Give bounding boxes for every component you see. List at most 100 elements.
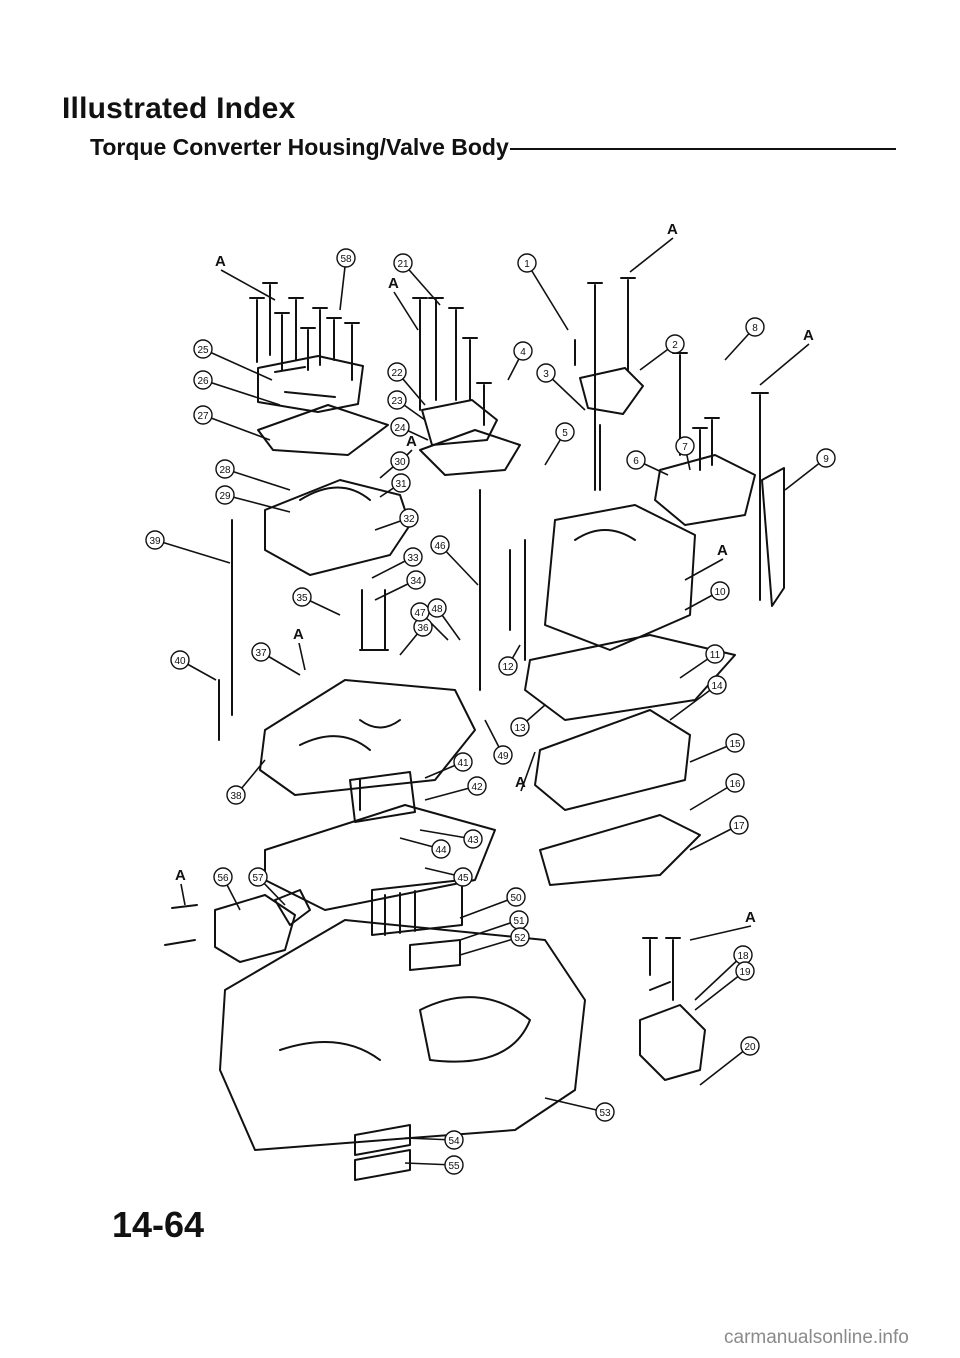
callout-number: 1 xyxy=(524,259,530,270)
callout-number: 57 xyxy=(252,873,264,884)
callout-circle xyxy=(675,436,695,456)
callout-number: 44 xyxy=(435,845,447,856)
callout-circle xyxy=(430,535,450,555)
callout-circle xyxy=(427,598,447,618)
callout-circle xyxy=(735,961,755,981)
callout-number: 3 xyxy=(543,369,549,380)
a-marker: A xyxy=(175,867,186,884)
callout-number: 14 xyxy=(711,681,723,692)
callout-37: 37 xyxy=(251,642,271,662)
leader-line-25 xyxy=(202,348,273,381)
callout-43: 43 xyxy=(463,829,483,849)
callout-25: 25 xyxy=(193,339,213,359)
callout-number: 23 xyxy=(391,396,403,407)
bolt-group-left-top xyxy=(249,282,360,381)
callout-circle xyxy=(215,459,235,479)
bolt-left-a xyxy=(164,904,198,946)
callout-54: 54 xyxy=(444,1130,464,1150)
leader-line-51 xyxy=(459,919,520,941)
callout-circle xyxy=(595,1102,615,1122)
callout-number: 11 xyxy=(710,650,721,661)
callout-number: 48 xyxy=(431,604,443,615)
callout-16: 16 xyxy=(725,773,745,793)
callout-labels: 1234567891011121314151617181920212223242… xyxy=(145,248,836,1175)
callout-circle xyxy=(406,570,426,590)
callout-41: 41 xyxy=(453,752,473,772)
callout-number: 49 xyxy=(497,751,509,762)
leader-lines xyxy=(154,237,827,1166)
callout-47: 47 xyxy=(410,602,430,622)
callout-number: 37 xyxy=(255,648,267,659)
seal-54 xyxy=(354,1124,411,1156)
a-marker: A xyxy=(745,909,756,926)
a-marker: A xyxy=(215,253,226,270)
callout-circle xyxy=(493,745,513,765)
callout-38: 38 xyxy=(226,785,246,805)
callout-circle xyxy=(453,867,473,887)
callout-circle xyxy=(170,650,190,670)
callout-number: 56 xyxy=(217,873,229,884)
callout-45: 45 xyxy=(453,867,473,887)
callout-17: 17 xyxy=(729,815,749,835)
callout-49: 49 xyxy=(493,745,513,765)
callout-number: 31 xyxy=(395,479,407,490)
callout-circle xyxy=(710,581,730,601)
a-leader-line xyxy=(393,291,419,331)
callout-number: 19 xyxy=(739,967,751,978)
callout-number: 18 xyxy=(737,951,749,962)
oil-pump-gear-41 xyxy=(349,771,416,823)
callout-number: 50 xyxy=(510,893,522,904)
callout-circle xyxy=(399,508,419,528)
callout-circle xyxy=(725,733,745,753)
callout-58: 58 xyxy=(336,248,356,268)
leader-line-20 xyxy=(699,1045,751,1086)
screen-filter-50 xyxy=(371,879,463,936)
callout-20: 20 xyxy=(740,1036,760,1056)
leader-line-28 xyxy=(224,468,291,491)
callout-circle xyxy=(215,485,235,505)
a-leader-line xyxy=(298,642,306,671)
callout-circle xyxy=(463,829,483,849)
page-subtitle: Torque Converter Housing/Valve Body xyxy=(90,134,509,160)
callout-31: 31 xyxy=(391,473,411,493)
callout-circle xyxy=(517,253,537,273)
callout-44: 44 xyxy=(431,839,451,859)
callout-circle xyxy=(705,644,725,664)
callout-6: 6 xyxy=(626,450,646,470)
callout-number: 4 xyxy=(520,347,526,358)
callout-number: 55 xyxy=(448,1161,460,1172)
callout-26: 26 xyxy=(193,370,213,390)
callout-circle xyxy=(226,785,246,805)
gasket-11 xyxy=(524,634,736,721)
callout-circle xyxy=(393,253,413,273)
callout-circle xyxy=(403,547,423,567)
callout-number: 6 xyxy=(633,456,639,467)
seal-55 xyxy=(354,1149,411,1181)
leader-line-1 xyxy=(526,262,569,331)
callout-1: 1 xyxy=(517,253,537,273)
callout-14: 14 xyxy=(707,675,727,695)
callout-circle xyxy=(707,675,727,695)
callout-number: 29 xyxy=(219,491,231,502)
callout-22: 22 xyxy=(387,362,407,382)
callout-number: 32 xyxy=(403,514,415,525)
callout-number: 39 xyxy=(149,536,161,547)
servo-body-right xyxy=(544,504,696,651)
callout-number: 34 xyxy=(410,576,422,587)
gasket-24 xyxy=(419,429,521,476)
callout-number: 38 xyxy=(230,791,242,802)
callout-number: 22 xyxy=(391,368,403,379)
callout-circle xyxy=(248,867,268,887)
leader-line-14 xyxy=(669,684,718,721)
a-marker: A xyxy=(717,542,728,559)
gasket-27 xyxy=(257,404,389,456)
page-title: Illustrated Index xyxy=(62,92,296,125)
callout-number: 8 xyxy=(752,323,758,334)
callout-23: 23 xyxy=(387,390,407,410)
torque-converter-housing xyxy=(219,919,586,1151)
callout-51: 51 xyxy=(509,910,529,930)
callout-57: 57 xyxy=(248,867,268,887)
callout-48: 48 xyxy=(427,598,447,618)
filter-housing-6 xyxy=(654,454,756,526)
